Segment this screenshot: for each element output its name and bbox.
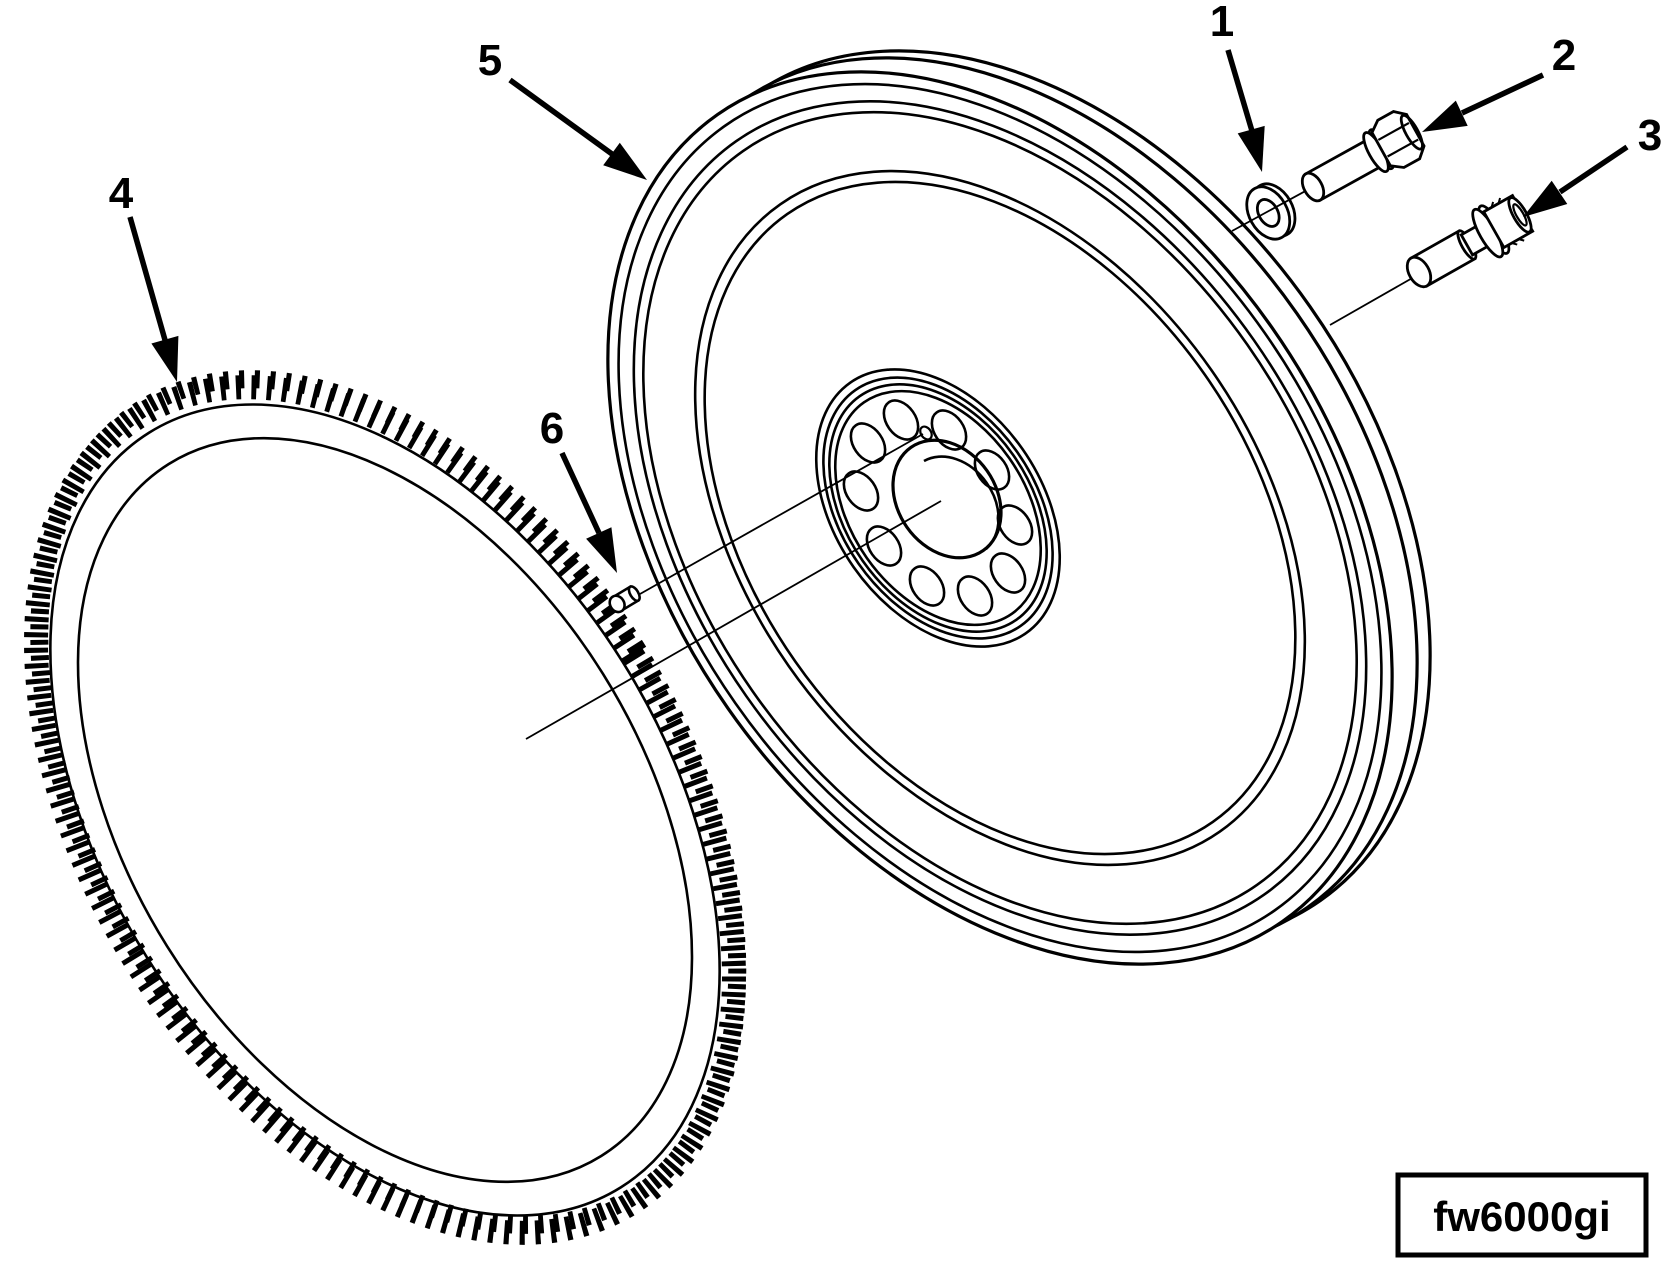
bolt-tip <box>1405 255 1433 289</box>
flywheel-friction-ring-inner <box>642 110 1358 926</box>
bolt-hole <box>996 504 1034 546</box>
bolt-hole <box>842 470 880 512</box>
callout-6-arrow-line <box>559 451 602 535</box>
hub-plate-outer <box>828 383 1048 633</box>
flywheel-recess-ring-outer <box>693 169 1307 867</box>
washer-hole <box>1255 198 1281 228</box>
dowel-pin <box>608 584 641 614</box>
callout-6-arrowhead-icon <box>586 527 617 573</box>
callouts: 1 2 3 4 5 6 <box>109 0 1662 573</box>
head-scallop-tick <box>1490 201 1495 208</box>
figure-code-box: fw6000gi <box>1395 1172 1649 1258</box>
flywheel <box>606 49 1432 966</box>
callout-5-arrow-line <box>508 77 614 157</box>
washer <box>1245 182 1297 241</box>
callout-2-arrowhead-icon <box>1422 100 1468 132</box>
head-scallop-tick <box>1511 242 1518 246</box>
callout-3-arrow-line <box>1558 144 1629 195</box>
bolt-hex-head <box>1370 110 1426 169</box>
hub-plate-inner <box>833 389 1043 627</box>
bolt-hole <box>908 565 946 607</box>
callout-2-arrow-line <box>1460 72 1545 116</box>
callout-5-label: 5 <box>478 36 502 85</box>
flywheel-recess-ring-inner <box>703 180 1297 856</box>
bolt-hole <box>865 525 903 567</box>
bolt-head <box>1481 193 1535 250</box>
ring-gear-teeth <box>24 375 746 1245</box>
figure-code-label: fw6000gi <box>1433 1193 1610 1240</box>
callout-6: 6 <box>540 404 617 573</box>
callout-5: 5 <box>478 36 647 180</box>
bolt-hole <box>882 399 920 441</box>
callout-6-label: 6 <box>540 404 564 453</box>
figure-code-border <box>1395 1172 1649 1258</box>
hex-flange-bolt <box>1300 110 1426 203</box>
callout-4: 4 <box>109 169 179 382</box>
hub-center-bore-depth-line <box>923 455 1000 550</box>
bolt-hole <box>849 422 887 464</box>
flywheel-face-edge-line2 <box>617 82 1383 954</box>
hub-center-bore <box>891 438 1003 560</box>
pin-rounded-tip <box>608 594 626 614</box>
callout-5-arrowhead-icon <box>603 142 647 180</box>
dowel-pin-leader-line <box>639 433 924 595</box>
bolt-head-socket-detail <box>1512 203 1528 227</box>
callout-1-arrow-line <box>1225 49 1255 132</box>
ring-gear-teeth-back-row <box>30 370 747 1234</box>
callout-3: 3 <box>1523 111 1662 217</box>
callout-4-label: 4 <box>109 169 134 218</box>
ring-gear-band-fill <box>21 369 749 1251</box>
bolt-head-end-face <box>1507 196 1533 234</box>
flywheel-friction-ring-outer <box>632 100 1368 936</box>
callout-2: 2 <box>1422 31 1576 132</box>
bolt-hole <box>956 575 994 617</box>
callout-3-arrowhead-icon <box>1523 180 1568 217</box>
callout-1-label: 1 <box>1210 0 1234 46</box>
bolt-hole <box>989 552 1027 594</box>
ring-gear-tooth-base-line <box>49 403 721 1217</box>
callout-1: 1 <box>1210 0 1265 172</box>
pin-end-face <box>627 585 641 603</box>
bolt-hole <box>973 449 1011 491</box>
twelve-point-bolt <box>1405 193 1535 289</box>
callout-2-label: 2 <box>1552 31 1576 80</box>
head-scallop-tick <box>1518 238 1525 242</box>
callout-4-arrowhead-icon <box>151 335 179 382</box>
bolt-tip <box>1300 171 1326 203</box>
bolt-head-end-face <box>1399 113 1424 151</box>
hub-bolt-holes <box>842 399 1034 617</box>
flywheel-hub <box>814 368 1062 648</box>
bore-alignment-leader-line <box>525 500 942 740</box>
head-scallop-tick <box>1497 197 1502 204</box>
hub-recess-inner <box>822 376 1054 640</box>
callout-4-arrow-line <box>127 216 168 341</box>
callout-1-arrowhead-icon <box>1237 125 1265 172</box>
hub-recess-outer <box>814 368 1062 648</box>
callout-3-label: 3 <box>1638 111 1662 160</box>
ring-gear <box>21 369 749 1251</box>
ring-gear-inner-edge <box>76 436 694 1184</box>
